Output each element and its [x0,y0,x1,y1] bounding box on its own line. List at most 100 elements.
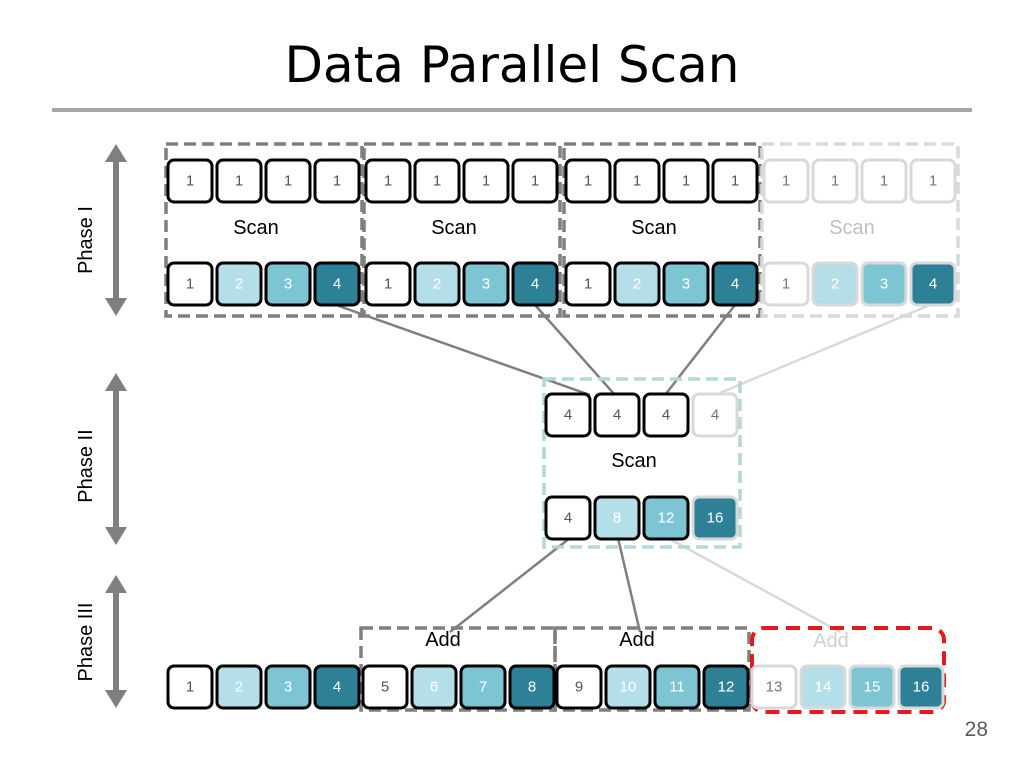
phase2-input-2-value: 4 [613,407,621,424]
phase3-result-9-value: 9 [575,679,583,696]
phase2-frame [542,377,742,549]
phase1-block-3-output-1-box [564,261,612,307]
phase1-block-3-input-4-box [711,158,759,204]
phase1-block-2-input-2-box [413,158,461,204]
phase1-block-3-input-3-box [662,158,710,204]
phase2-output-2-value: 8 [613,510,621,527]
phase3-result-4-box [313,664,361,710]
phase1-block-1-output-1-box [166,261,214,307]
phase1-block-2-output-2-value: 2 [433,276,441,293]
phase3-result-2-box [215,664,263,710]
phase-1-arrow-label: Phase I [75,206,97,274]
connector-line [534,304,616,396]
phase3-result-16-box [897,664,945,710]
phase2-output-1-value: 4 [564,510,572,527]
phase1-block-4-output-1-box [762,261,810,307]
phase1-block-2-output-4-value: 4 [531,276,539,293]
phase-2-arrow-head-down [105,527,127,545]
phase1-block-1-output-4-value: 4 [333,276,341,293]
phase1-block-2-output-3-value: 3 [482,276,490,293]
phase1-block-4-frame [760,142,960,318]
phase1-block-4-label: Scan [829,217,875,239]
phase3-result-15-value: 15 [864,679,881,696]
phase2-output-3-box [642,495,690,541]
phase1-block-4-input-1-box [762,158,810,204]
phase1-block-2-input-4-box [511,158,559,204]
phase1-block-1-input-2-value: 1 [235,173,243,190]
phase1-block-2-input-2-value: 1 [433,173,441,190]
phase3-result-12-value: 12 [718,679,735,696]
phase1-block-3-output-4-value: 4 [731,276,739,293]
phase3-result-4-value: 4 [333,679,341,696]
page-number: 28 [964,718,988,741]
phase-2-arrow-label: Phase II [75,429,97,502]
phase3-result-3-value: 3 [284,679,292,696]
phase3-result-14-value: 14 [815,679,832,696]
phase2-input-2-box [593,392,641,438]
phase2-input-4-box [691,392,739,438]
phase1-block-4-input-4-value: 1 [929,173,937,190]
phase3-result-12-box [702,664,750,710]
phase1-block-2-output-1-box [364,261,412,307]
phase1-block-3-output-2-value: 2 [633,276,641,293]
phase1-block-4-output-4-value: 4 [929,276,937,293]
phase1-block-2-label: Scan [431,217,477,239]
phase1-block-3-input-1-value: 1 [584,173,592,190]
phase1-block-4-input-3-box [860,158,908,204]
phase1-block-1-frame [164,142,364,318]
phase1-block-4-output-3-box [860,261,908,307]
connector-line [616,537,642,633]
connector-line [664,304,736,396]
phase1-block-1-output-2-value: 2 [235,276,243,293]
phase1-block-4-input-2-value: 1 [831,173,839,190]
phase1-block-4-output-2-value: 2 [831,276,839,293]
phase3-result-1-box [166,664,214,710]
phase1-block-1-output-2-box [215,261,263,307]
phase1-block-2-frame [362,142,562,318]
phase1-block-1-input-4-value: 1 [333,173,341,190]
phase2-output-4-value: 16 [707,510,724,527]
phase1-block-1-input-1-box [166,158,214,204]
phase3-result-2-value: 2 [235,679,243,696]
phase3-result-10-value: 10 [620,679,637,696]
phase1-block-1-label: Scan [233,217,279,239]
phase1-block-3-input-1-box [564,158,612,204]
phase2-label: Scan [611,450,657,472]
phase3-add-2-label: Add [619,629,655,651]
phase3-result-5-value: 5 [381,679,389,696]
phase1-block-1-output-4-box [313,261,361,307]
phase1-block-1-input-2-box [215,158,263,204]
phase1-block-4-input-4-box [909,158,957,204]
phase1-block-1-input-4-box [313,158,361,204]
phase-2-arrow-shaft [113,389,119,529]
phase-3-arrow-head-up [105,575,127,593]
phase3-result-13-value: 13 [766,679,783,696]
phase1-block-2-output-4-box [511,261,559,307]
phase1-block-3-output-2-box [613,261,661,307]
phase1-block-3-input-2-value: 1 [633,173,641,190]
connector-line [449,537,571,633]
phase2-output-3-value: 12 [658,510,675,527]
phase3-result-1-value: 1 [186,679,194,696]
phase2-output-4-box [691,495,739,541]
phase2-input-3-value: 4 [662,407,670,424]
phase1-block-3-output-3-box [662,261,710,307]
phase1-block-2-output-1-value: 1 [384,276,392,293]
phase1-block-3-input-2-box [613,158,661,204]
phase-3-arrow-shaft [113,591,119,692]
phase-3-arrow-head-down [105,690,127,708]
phase1-block-4-output-4-box [909,261,957,307]
phase3-result-7-box [459,664,507,710]
phase1-block-3-label: Scan [631,217,677,239]
phase3-result-6-box [410,664,458,710]
connector-line [667,536,841,634]
phase1-block-4-output-1-value: 1 [782,276,790,293]
phase-2-arrow-head-up [105,373,127,391]
phase1-block-4-input-3-value: 1 [880,173,888,190]
phase1-block-4-output-3-value: 3 [880,276,888,293]
phase2-input-1-value: 4 [564,407,572,424]
phase2-input-4-value: 4 [711,407,719,424]
phase1-block-1-output-3-box [264,261,312,307]
